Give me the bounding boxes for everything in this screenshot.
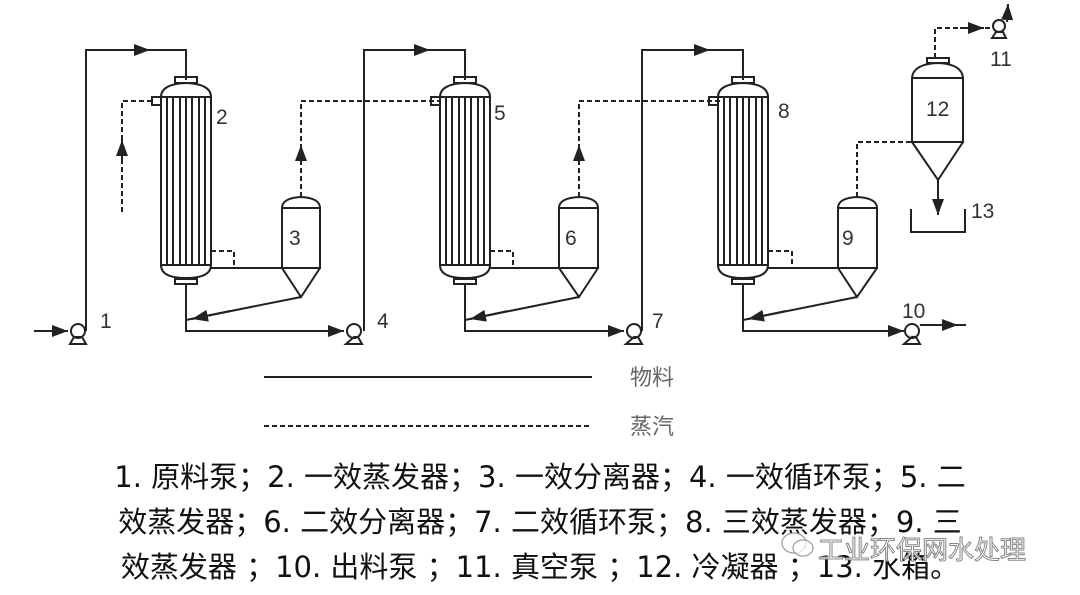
label-2: 2: [216, 106, 228, 129]
label-9: 9: [842, 227, 854, 250]
water-tank-13: [910, 209, 966, 233]
evaporator-5: [430, 76, 491, 285]
label-11: 11: [990, 48, 1012, 71]
legend-steam-label: 蒸汽: [630, 415, 674, 440]
feed-line-to-evaporator-2: [85, 49, 187, 331]
evaporator-8: [708, 76, 769, 285]
label-4: 4: [377, 310, 389, 333]
label-12: 12: [926, 98, 949, 121]
label-3: 3: [289, 227, 301, 250]
line-to-pump-4: [185, 284, 342, 332]
pump-1: [68, 323, 88, 345]
watermark: 工业环保网水处理: [817, 536, 1027, 567]
caption-line-2: 效蒸发器；6. 二效分离器；7. 二效循环泵；8. 三效蒸发器；9. 三: [118, 505, 962, 539]
label-1: 1: [100, 310, 112, 333]
label-10: 10: [902, 300, 925, 323]
separator-3: [281, 195, 321, 299]
label-6: 6: [565, 227, 577, 250]
legend-material-label: 物料: [630, 366, 674, 391]
label-5: 5: [494, 102, 506, 125]
wechat-icon: [781, 532, 814, 557]
pump-7: [623, 323, 644, 345]
pump-4: [343, 323, 364, 345]
label-8: 8: [778, 100, 790, 123]
caption-line-3: 效蒸发器 ；10. 出料泵 ；11. 真空泵 ；12. 冷凝器 ；13. 水箱。: [120, 550, 960, 584]
label-13: 13: [971, 200, 994, 223]
label-7: 7: [652, 310, 664, 333]
evaporator-2: [151, 76, 212, 285]
process-flow-diagram: 1 2 3 4 5 6 7 8 9 10 11 12 13 物料 蒸汽: [34, 3, 1014, 440]
caption: 1. 原料泵；2. 一效蒸发器；3. 一效分离器；4. 一效循环泵；5. 二 效…: [0, 455, 1080, 590]
pump-10: [901, 323, 922, 345]
caption-line-1: 1. 原料泵；2. 一效蒸发器；3. 一效分离器；4. 一效循环泵；5. 二: [114, 460, 966, 494]
pump-11: [990, 19, 1008, 39]
